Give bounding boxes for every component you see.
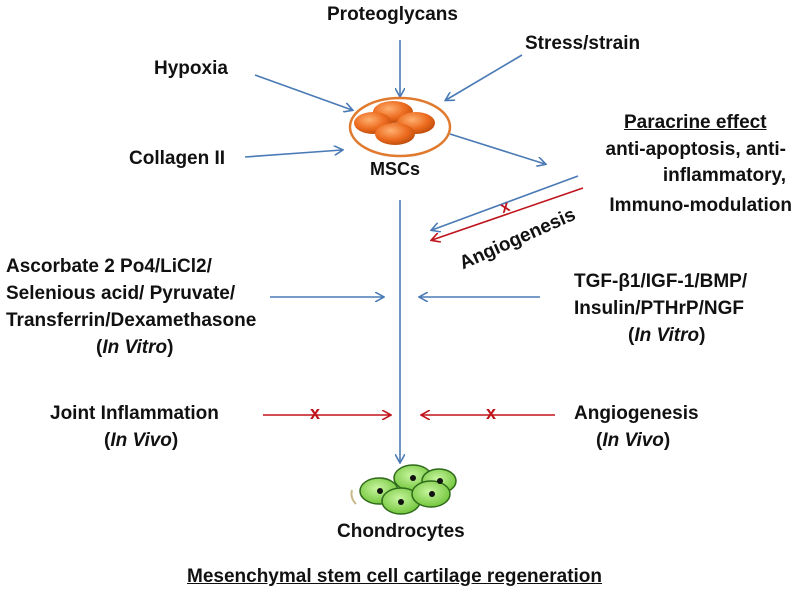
arrow-stress-strain bbox=[446, 54, 523, 100]
joint-inflammation-line-2: (In Vivo) bbox=[104, 430, 179, 451]
left-factors-line-2: Selenious acid/ Pyruvate/ bbox=[6, 283, 236, 304]
inhibit-angiogenesis-red bbox=[432, 187, 584, 240]
label-collagen: Collagen II bbox=[129, 148, 226, 169]
arrow-collagen bbox=[244, 150, 342, 158]
label-stress-strain: Stress/strain bbox=[525, 33, 641, 54]
arrow-to-paracrine bbox=[449, 133, 545, 164]
right-factors-line-3: (In Vitro) bbox=[628, 325, 706, 346]
left-factors-line-1: Ascorbate 2 Po4/LiCl2/ bbox=[6, 256, 212, 277]
inhibit-mark-joint: x bbox=[310, 403, 321, 423]
paracrine-line-1: anti-apoptosis, anti- bbox=[605, 139, 787, 160]
label-proteoglycans: Proteoglycans bbox=[327, 4, 458, 25]
label-hypoxia: Hypoxia bbox=[154, 58, 228, 79]
left-factors-line-4: (In Vitro) bbox=[96, 337, 174, 358]
paracrine-line-3: Immuno-modulation bbox=[609, 195, 792, 216]
left-factors-line-3: Transferrin/Dexamethasone bbox=[6, 310, 257, 331]
paracrine-line-2: inflammatory, bbox=[662, 165, 786, 186]
right-factors-line-2: Insulin/PTHrP/NGF bbox=[574, 298, 744, 319]
inhibit-mark-angiogenesis: x bbox=[486, 403, 497, 423]
chondrocyte-cluster-icon bbox=[350, 464, 457, 515]
joint-inflammation-line-1: Joint Inflammation bbox=[50, 403, 219, 424]
angiogenesis-invivo-line-2: (In Vivo) bbox=[596, 430, 671, 451]
angiogenesis-invivo-line-1: Angiogenesis bbox=[574, 403, 699, 424]
label-chondrocytes: Chondrocytes bbox=[337, 521, 465, 542]
paracrine-title: Paracrine effect bbox=[624, 112, 767, 133]
arrow-paracrine-blue bbox=[432, 175, 579, 230]
right-factors-line-1: TGF-β1/IGF-1/BMP/ bbox=[574, 271, 748, 292]
figure-caption: Mesenchymal stem cell cartilage regenera… bbox=[187, 566, 603, 587]
msc-cell-cluster-icon bbox=[348, 96, 452, 158]
label-mscs: MSCs bbox=[370, 159, 421, 179]
arrow-hypoxia bbox=[254, 74, 352, 110]
